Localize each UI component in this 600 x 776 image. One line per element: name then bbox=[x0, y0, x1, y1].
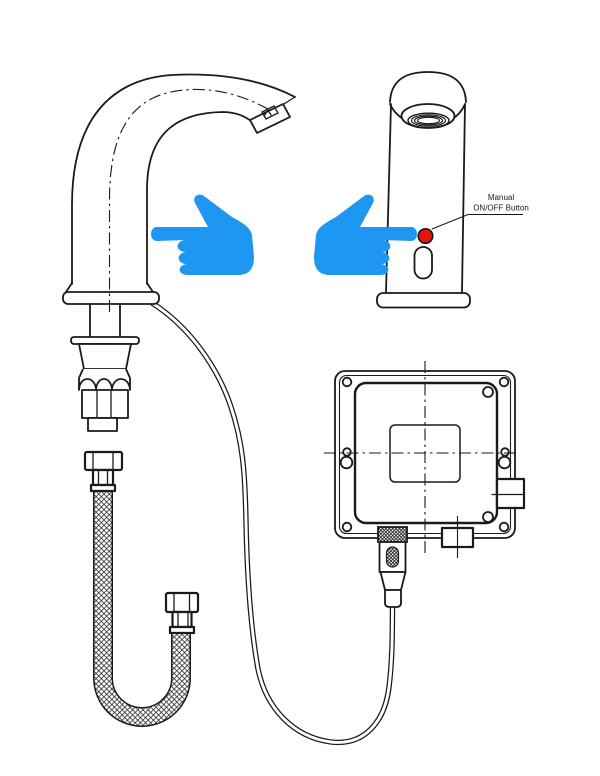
braided-hose-assembly bbox=[83, 450, 200, 727]
threaded-tip bbox=[87, 417, 118, 432]
faucet-body-right-edge bbox=[461, 103, 466, 293]
cable-connector bbox=[377, 526, 408, 608]
panel-screw-hole bbox=[482, 511, 494, 523]
side-tab bbox=[495, 477, 526, 510]
manual-button-callout: Manual ON/OFF Button bbox=[417, 193, 529, 245]
shank-washer bbox=[70, 336, 140, 345]
hose-fitting-upper bbox=[83, 450, 124, 493]
hose-collar bbox=[89, 483, 117, 493]
keyhole-slot-left bbox=[339, 447, 354, 470]
hose-neck bbox=[91, 468, 115, 487]
hose-neck-facets bbox=[97, 469, 109, 486]
keyhole-bulb bbox=[497, 455, 512, 470]
braided-hose-texture bbox=[94, 491, 190, 726]
connector-tip bbox=[384, 589, 402, 608]
nut-crown bbox=[78, 368, 131, 391]
hex-nut-facets bbox=[96, 389, 112, 419]
keyhole-top bbox=[342, 447, 352, 457]
faucet-dome-top bbox=[389, 71, 467, 103]
aerator-ring bbox=[416, 116, 441, 125]
keyhole-bulb bbox=[339, 455, 354, 470]
aerator-ring bbox=[413, 115, 444, 126]
aerator-ring bbox=[410, 114, 447, 127]
sensor-window bbox=[413, 246, 433, 280]
callout-label-line2: ON/OFF Button bbox=[473, 204, 529, 213]
corner-screw bbox=[341, 521, 353, 533]
hose-hex-nut bbox=[83, 450, 124, 472]
box-lid-seam bbox=[338, 374, 512, 535]
callout-label-line1: Manual bbox=[488, 193, 514, 202]
spout-aerator bbox=[249, 103, 291, 134]
pointing-hands bbox=[151, 194, 417, 275]
gooseneck-faucet bbox=[62, 73, 296, 432]
hose-neck-facets bbox=[177, 611, 189, 628]
mounting-cone bbox=[78, 343, 132, 370]
callout-leader-line bbox=[431, 213, 523, 230]
spout-outer-curve bbox=[71, 73, 296, 285]
mounting-hex-nut bbox=[81, 389, 129, 419]
connector-knurled-ring bbox=[377, 526, 408, 543]
sensor-cable bbox=[150, 300, 396, 746]
faucet-body-left-edge bbox=[385, 103, 392, 293]
keyhole-top bbox=[500, 447, 510, 457]
spout-inner-curve bbox=[146, 111, 253, 285]
hose-collar bbox=[168, 625, 196, 635]
corner-screw bbox=[498, 376, 510, 388]
keyhole-slot-right bbox=[497, 447, 512, 470]
connector-grip-window bbox=[385, 546, 400, 568]
spout-base-flare bbox=[65, 282, 154, 293]
spout-aerator-squiggle bbox=[263, 108, 272, 117]
connector-taper bbox=[379, 571, 407, 591]
threaded-shank bbox=[89, 303, 121, 338]
hose-hex-facets bbox=[173, 592, 191, 613]
pointing-hand-right-icon bbox=[314, 194, 417, 275]
sensor-faucet bbox=[376, 71, 471, 309]
panel-screw-hole bbox=[482, 386, 494, 398]
deck-flange bbox=[62, 291, 160, 305]
hose-hex-nut bbox=[164, 591, 200, 614]
faucet-base-flange bbox=[376, 292, 471, 309]
hose-fitting-lower bbox=[164, 591, 200, 635]
hose-hex-facets bbox=[92, 451, 114, 471]
pointing-hand-left-icon bbox=[151, 194, 254, 275]
spout-centerline bbox=[108, 88, 269, 312]
corner-screw bbox=[498, 521, 510, 533]
manual-on-off-button bbox=[417, 227, 434, 245]
aerator-ring bbox=[407, 112, 450, 129]
cable-core bbox=[151, 301, 394, 744]
spout-aerator-detail bbox=[261, 105, 279, 120]
corner-screw bbox=[341, 376, 353, 388]
control-box bbox=[324, 361, 526, 608]
